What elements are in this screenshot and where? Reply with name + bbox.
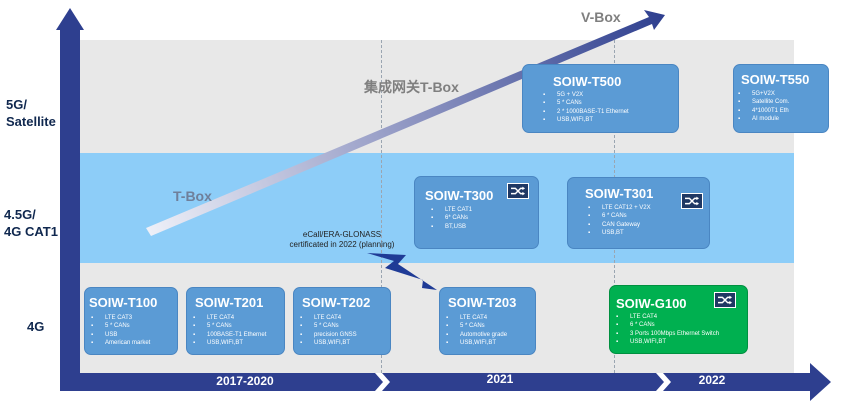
product-card-g100[interactable]: SOIW-G100 LTE CAT4 6 * CANs 3 Ports 100M…: [609, 285, 748, 354]
timeline-segment-3: [663, 363, 831, 401]
product-title: SOIW-T100: [89, 295, 158, 310]
feature-item: USB: [87, 331, 150, 340]
feature-item: 5 * CANs: [189, 322, 266, 331]
feature-item: LTE CAT4: [612, 313, 719, 322]
feature-item: CAN Gateway: [584, 221, 651, 230]
feature-item: Satellite Com.: [734, 98, 789, 107]
timeline-segment-1: [60, 373, 383, 391]
feature-item: BT,USB: [427, 223, 472, 232]
product-title: SOIW-G100: [616, 296, 687, 311]
feature-list: LTE CAT4 5 * CANs precision GNSS USB,WIF…: [296, 314, 357, 348]
feature-item: LTE CAT4: [442, 314, 507, 323]
feature-item: American market: [87, 339, 150, 348]
product-title: SOIW-T201: [195, 295, 264, 310]
lightning-bolt-icon: [367, 253, 437, 290]
feature-item: LTE CAT3: [87, 314, 150, 323]
tbox-label: T-Box: [173, 188, 212, 204]
product-card-t300[interactable]: SOIW-T300 LTE CAT1 6* CANs BT,USB: [414, 176, 539, 249]
feature-item: 5G + V2X: [539, 91, 629, 100]
period-divider-2021: [381, 40, 382, 373]
feature-item: 2 * 1000BASE-T1 Ethernet: [539, 108, 629, 117]
product-card-t500[interactable]: SOIW-T500 5G + V2X 5 * CANs 2 * 1000BASE…: [522, 64, 679, 133]
row-label-satellite: 5G/Satellite: [6, 97, 56, 129]
timeline-segment-2: [382, 373, 664, 391]
period-label-2017-2020: 2017-2020: [216, 374, 274, 388]
feature-item: 5G+V2X: [734, 90, 789, 99]
feature-item: USB,WIFI,BT: [612, 338, 719, 347]
feature-item: 5 * CANs: [539, 99, 629, 108]
product-title: SOIW-T550: [741, 72, 810, 87]
feature-item: 6 * CANs: [584, 212, 651, 221]
feature-item: 5 * CANs: [296, 322, 357, 331]
row-label-cat1: 4.5G/4G CAT1: [4, 207, 58, 239]
product-title: SOIW-T202: [302, 295, 371, 310]
feature-item: 4*1000T1 Eth: [734, 107, 789, 116]
product-card-t100[interactable]: SOIW-T100 LTE CAT3 5 * CANs USB American…: [84, 287, 178, 355]
feature-list: LTE CAT4 5 * CANs Automotive grade USB,W…: [442, 314, 507, 348]
feature-item: 5 * CANs: [442, 322, 507, 331]
product-title: SOIW-T500: [553, 74, 622, 89]
feature-list: 5G+V2X Satellite Com. 4*1000T1 Eth AI mo…: [734, 90, 789, 124]
feature-item: 5 * CANs: [87, 322, 150, 331]
feature-item: USB,BT: [584, 229, 651, 238]
feature-list: LTE CAT12 + V2X 6 * CANs CAN Gateway USB…: [584, 204, 651, 238]
feature-item: LTE CAT12 + V2X: [584, 204, 651, 213]
feature-list: LTE CAT1 6* CANs BT,USB: [427, 206, 472, 232]
feature-list: LTE CAT4 5 * CANs 100BASE-T1 Ethernet US…: [189, 314, 266, 348]
feature-list: LTE CAT3 5 * CANs USB American market: [87, 314, 150, 348]
feature-item: USB,WIFI,BT: [539, 116, 629, 125]
feature-item: Automotive grade: [442, 331, 507, 340]
product-card-t201[interactable]: SOIW-T201 LTE CAT4 5 * CANs 100BASE-T1 E…: [186, 287, 285, 355]
switch-icon: [681, 193, 703, 209]
switch-icon: [714, 292, 736, 308]
product-card-t203[interactable]: SOIW-T203 LTE CAT4 5 * CANs Automotive g…: [439, 287, 536, 355]
product-card-t202[interactable]: SOIW-T202 LTE CAT4 5 * CANs precision GN…: [293, 287, 391, 355]
feature-item: precision GNSS: [296, 331, 357, 340]
feature-list: 5G + V2X 5 * CANs 2 * 1000BASE-T1 Ethern…: [539, 91, 629, 125]
vertical-axis-arrow: [56, 8, 84, 373]
product-card-t550[interactable]: SOIW-T550 5G+V2X Satellite Com. 4*1000T1…: [733, 64, 829, 133]
feature-item: 6 * CANs: [612, 321, 719, 330]
row-label-4g: 4G: [27, 319, 45, 334]
product-card-t301[interactable]: SOIW-T301 LTE CAT12 + V2X 6 * CANs CAN G…: [567, 177, 710, 249]
vbox-label: V-Box: [581, 9, 621, 25]
feature-item: USB,WIFI,BT: [296, 339, 357, 348]
switch-icon: [507, 183, 529, 199]
feature-item: USB,WIFI,BT: [442, 339, 507, 348]
feature-item: 3 Ports 100Mbps Ethernet Switch: [612, 330, 719, 339]
gateway-tbox-label: 集成网关T-Box: [364, 79, 459, 95]
period-label-2022: 2022: [698, 373, 726, 387]
period-label-2021: 2021: [486, 372, 514, 386]
product-title: SOIW-T300: [425, 188, 494, 203]
feature-item: 100BASE-T1 Ethernet: [189, 331, 266, 340]
product-title: SOIW-T203: [448, 295, 517, 310]
feature-item: USB,WIFI,BT: [189, 339, 266, 348]
feature-item: LTE CAT4: [296, 314, 357, 323]
feature-item: 6* CANs: [427, 214, 472, 223]
feature-item: LTE CAT4: [189, 314, 266, 323]
feature-list: LTE CAT4 6 * CANs 3 Ports 100Mbps Ethern…: [612, 313, 719, 347]
feature-item: AI module: [734, 115, 789, 124]
feature-item: LTE CAT1: [427, 206, 472, 215]
product-title: SOIW-T301: [585, 186, 654, 201]
